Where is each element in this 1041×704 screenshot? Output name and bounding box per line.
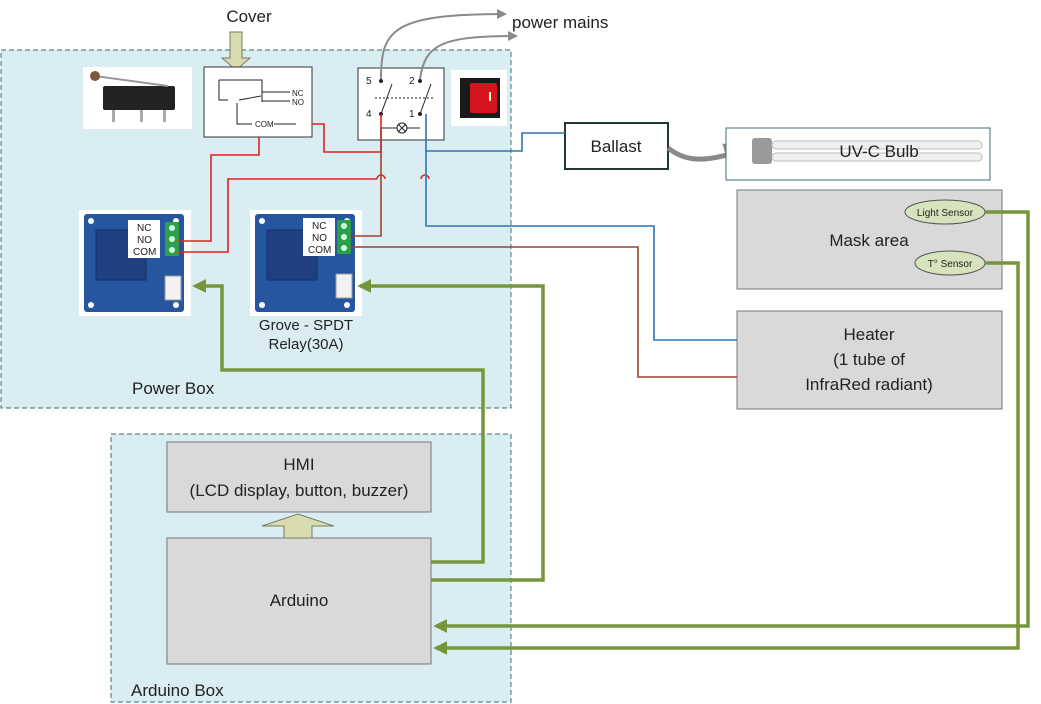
wire-green-arduino-relay2 (357, 279, 545, 582)
cover-arrow (220, 31, 252, 71)
ballast-label: Ballast (590, 137, 641, 156)
wire-green-arduino-relay1 (192, 279, 485, 564)
relay-caption-line-2: Relay(30A) (268, 336, 343, 353)
hmi-title: HMI (283, 455, 314, 474)
wire-red-microswitch-relay1-no (178, 137, 260, 242)
wire-brown-relay2-com-heater (350, 246, 737, 378)
wire-brown-rocker-relay2-no (350, 128, 382, 237)
rocker-switch-schematic: 5 2 4 1 (357, 67, 445, 141)
temp-sensor-label: T° Sensor (928, 259, 973, 270)
wire-blue-rocker-ballast (425, 114, 565, 152)
relay-2-board: NC NO COM (250, 210, 362, 316)
heater-line-2: (1 tube of (833, 350, 905, 369)
wire-red-hop-2 (420, 174, 430, 180)
uvc-bulb-block: UV-C Bulb (725, 127, 991, 181)
wire-green-temp-sensor-arduino (433, 261, 1020, 655)
microswitch-photo (83, 67, 192, 129)
arduino-label: Arduino (270, 591, 329, 610)
wire-blue-rocker-heater (425, 151, 737, 341)
cover-label: Cover (226, 7, 272, 26)
microswitch-schematic: NC NO COM (203, 66, 313, 138)
microswitch-com: COM (255, 120, 274, 129)
heater-line-1: Heater (843, 325, 894, 344)
rocker-pin-5: 5 (366, 76, 372, 87)
relay-1-com: COM (133, 247, 156, 258)
hmi-subtitle: (LCD display, button, buzzer) (190, 481, 409, 500)
relay-caption-line-1: Grove - SPDT (259, 317, 353, 334)
uvc-bulb-label: UV-C Bulb (839, 142, 918, 161)
mask-area-label: Mask area (829, 231, 909, 250)
relay-1-nc: NC (137, 223, 151, 234)
arduino-to-hmi-arrow (261, 513, 335, 539)
relay-2-nc: NC (312, 221, 326, 232)
wire-red-relay1-com-ballast (178, 178, 377, 253)
heater-line-3: InfraRed radiant) (805, 375, 933, 394)
power-mains-wire-2 (419, 31, 518, 80)
rocker-pin-1: 1 (409, 109, 415, 120)
relay-2-no: NO (312, 233, 327, 244)
arduino-box-label: Arduino Box (131, 681, 224, 700)
rocker-switch-photo (451, 70, 507, 126)
relay-1-board: NC NO COM (79, 210, 191, 316)
ballast-block (564, 122, 669, 170)
microswitch-no: NO (292, 98, 304, 107)
wire-green-light-sensor-arduino (433, 210, 1030, 633)
power-mains-wire-1 (380, 9, 507, 80)
microswitch-nc: NC (292, 89, 304, 98)
hmi-block (166, 441, 432, 513)
relay-1-no: NO (137, 235, 152, 246)
power-mains-label: power mains (512, 13, 608, 32)
rocker-pin-4: 4 (366, 109, 372, 120)
rocker-pin-2: 2 (409, 76, 415, 87)
arduino-block (166, 537, 432, 665)
power-box-label: Power Box (132, 379, 215, 398)
relay-2-com: COM (308, 245, 331, 256)
light-sensor-label: Light Sensor (917, 208, 974, 219)
heater-block (736, 310, 1003, 410)
